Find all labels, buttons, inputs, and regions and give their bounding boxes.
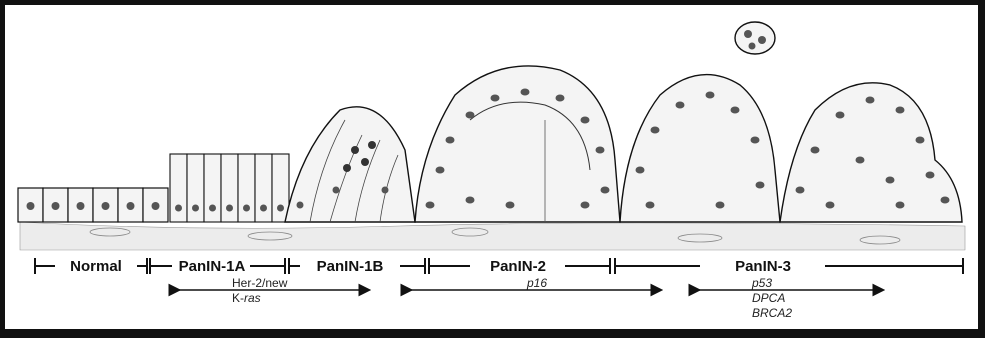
cell-nucleus [521, 89, 530, 96]
cell-nucleus [651, 127, 660, 134]
cell-nucleus [716, 202, 725, 209]
panin1a-cell [255, 154, 272, 222]
stroma-layer [20, 222, 965, 250]
cell-nucleus [811, 147, 820, 154]
cell-nucleus [836, 112, 845, 119]
cell-nucleus [796, 187, 805, 194]
panin1a-cell-nucleus [277, 205, 284, 212]
cell-nucleus [596, 147, 605, 154]
panin2-epithelium [415, 66, 620, 222]
cell-nucleus [896, 107, 905, 114]
stage-label-panin2: PanIN-2 [490, 258, 546, 275]
cell-nucleus [916, 137, 925, 144]
cell-nucleus [866, 97, 875, 104]
gene-brca2: BRCA2 [752, 306, 792, 320]
cell-nucleus [446, 137, 455, 144]
cell-nucleus [581, 202, 590, 209]
panin1a-cell [272, 154, 289, 222]
stage-label-normal: Normal [70, 258, 122, 275]
panin1a-epithelium [170, 154, 289, 222]
cell-nucleus [646, 202, 655, 209]
normal-cell-nucleus [102, 202, 110, 210]
panin1a-cell-nucleus [192, 205, 199, 212]
panin1b-epithelium [285, 107, 415, 222]
normal-epithelium [18, 188, 168, 222]
cell-nucleus [676, 102, 685, 109]
normal-cell-nucleus [77, 202, 85, 210]
cell-nucleus [751, 137, 760, 144]
panin1a-cell [204, 154, 221, 222]
cell-nucleus [886, 177, 895, 184]
cell-nucleus [826, 202, 835, 209]
panin1a-cell-nucleus [243, 205, 250, 212]
cell-nucleus [491, 95, 500, 102]
cell-nucleus [896, 202, 905, 209]
panin1a-cell [187, 154, 204, 222]
panin1a-cell-nucleus [175, 205, 182, 212]
cell-nucleus [731, 107, 740, 114]
cell-nucleus [436, 167, 445, 174]
panin3-epithelium [620, 22, 962, 222]
panin1a-cell-nucleus [226, 205, 233, 212]
gene-p53: p53 [751, 276, 772, 290]
cell-nucleus [636, 167, 645, 174]
gene-dpca: DPCA [752, 291, 785, 305]
cell-nucleus [706, 92, 715, 99]
stage-label-panin3: PanIN-3 [735, 258, 791, 275]
gene-her2: Her-2/new [232, 276, 288, 290]
cell-nucleus [506, 202, 515, 209]
cell-nucleus [466, 197, 475, 204]
cell-nucleus [941, 197, 950, 204]
panin1a-cell [221, 154, 238, 222]
panin1a-cell [170, 154, 187, 222]
cell-nucleus [466, 112, 475, 119]
normal-cell-nucleus [27, 202, 35, 210]
panin1a-cell [238, 154, 255, 222]
gene-kras: K-ras [232, 291, 261, 305]
cell-nucleus [426, 202, 435, 209]
stage-label-panin1a: PanIN-1A [179, 258, 246, 275]
panin1a-cell-nucleus [209, 205, 216, 212]
cell-nucleus [926, 172, 935, 179]
cell-nucleus [756, 182, 765, 189]
normal-cell-nucleus [52, 202, 60, 210]
stage-label-panin1b: PanIN-1B [317, 258, 384, 275]
cell-nucleus [601, 187, 610, 194]
normal-cell-nucleus [152, 202, 160, 210]
cell-nucleus [556, 95, 565, 102]
normal-cell-nucleus [127, 202, 135, 210]
gene-p16: p16 [526, 276, 547, 290]
cell-nucleus [581, 117, 590, 124]
cell-nucleus [856, 157, 865, 164]
panin1a-cell-nucleus [260, 205, 267, 212]
